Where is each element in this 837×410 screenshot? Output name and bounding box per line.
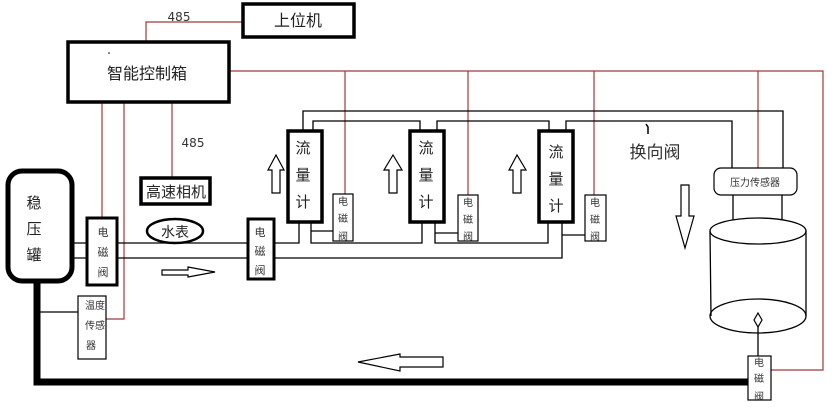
arrow-left-icon: [357, 353, 444, 372]
tank-label-3: 罐: [26, 246, 41, 264]
tank-label-1: 稳: [26, 194, 41, 212]
rs485-label-camera: 485: [182, 136, 205, 150]
valve-label: 磁: [463, 213, 473, 226]
valve-label: 磁: [98, 246, 109, 259]
reversing-valve-mark: [645, 123, 649, 134]
flow-meter-label: 流: [548, 143, 563, 161]
valve-label: 电: [463, 196, 473, 209]
temp-sensor-label: 传感: [85, 319, 105, 332]
float-diamond-icon: [753, 311, 763, 329]
pressure-sensor: 压力传感器: [713, 167, 798, 196]
valve-label: 电: [98, 226, 109, 239]
host-computer: 上位机: [241, 2, 356, 39]
solenoid-valve-inlet: 电 磁 阀: [85, 216, 119, 287]
valve-label: 电: [255, 226, 266, 239]
solenoid-valve-drain: 电 磁 阀: [747, 355, 772, 403]
valve-label: 阀: [463, 230, 473, 243]
arrow-up-icon: [267, 153, 285, 194]
flow-meter-2: 流 量 计: [408, 129, 446, 224]
solenoid-valve-branch-2: 电 磁 阀: [457, 194, 479, 243]
flow-meter-1: 流 量 计: [286, 129, 324, 224]
temp-sensor-label: 器: [86, 340, 96, 352]
flow-meter-3: 流 量 计: [537, 129, 575, 224]
pressure-sensor-label: 压力传感器: [730, 176, 780, 189]
flow-meter-label: 计: [548, 197, 563, 215]
valve-label: 阀: [98, 265, 109, 279]
host-computer-label: 上位机: [274, 11, 322, 30]
valve-label: 阀: [590, 230, 600, 243]
arrow-right-icon: [161, 266, 216, 278]
valve-label: 电: [338, 195, 348, 208]
pressure-stabilizing-tank: 稳 压 罐: [5, 168, 75, 284]
intelligent-control-box: 智能控制箱: [66, 40, 231, 104]
flow-meter-label: 量: [418, 166, 433, 184]
valve-label: 电: [754, 356, 764, 369]
valve-label: 电: [590, 196, 600, 209]
flow-meter-label: 计: [295, 193, 310, 211]
control-box-label: 智能控制箱: [107, 64, 187, 83]
valve-label: 阀: [338, 230, 348, 243]
solenoid-valve-branch-1: 电 磁 阀: [332, 193, 354, 243]
rs485-label-top: 485: [168, 10, 191, 24]
solenoid-valve-branch-3: 电 磁 阀: [584, 194, 607, 243]
return-pipe: [33, 281, 750, 386]
valve-label: 磁: [590, 213, 600, 226]
arrow-up-icon: [508, 153, 528, 194]
high-speed-camera: 高速相机: [139, 176, 212, 206]
flow-meter-label: 量: [548, 170, 563, 188]
flow-meter-label: 流: [295, 139, 310, 157]
tank-label-2: 压: [26, 220, 41, 238]
camera-label: 高速相机: [146, 183, 206, 201]
valve-label: 阀: [255, 263, 266, 277]
flow-meter-label: 流: [418, 139, 433, 157]
reversing-valve-label: 换向阀: [630, 143, 681, 163]
arrow-down-icon: [675, 184, 695, 251]
signal-lines: [101, 21, 824, 371]
water-meter: 水表: [145, 217, 205, 245]
measuring-cylinder: [709, 217, 807, 334]
arrow-up-icon: [382, 153, 404, 194]
pipe-lines: [33, 110, 784, 386]
solenoid-valve-main: 电 磁 阀: [246, 217, 276, 281]
temperature-sensor: 温度 传感 器: [77, 295, 107, 360]
valve-label: 阀: [754, 390, 764, 403]
water-meter-label: 水表: [161, 225, 189, 241]
valve-label: 磁: [338, 212, 348, 225]
flow-meter-label: 量: [295, 166, 310, 184]
temp-sensor-label: 温度: [85, 299, 105, 312]
flow-meter-label: 计: [418, 193, 433, 211]
valve-label: 磁: [255, 245, 266, 258]
valve-label: 磁: [754, 372, 764, 385]
